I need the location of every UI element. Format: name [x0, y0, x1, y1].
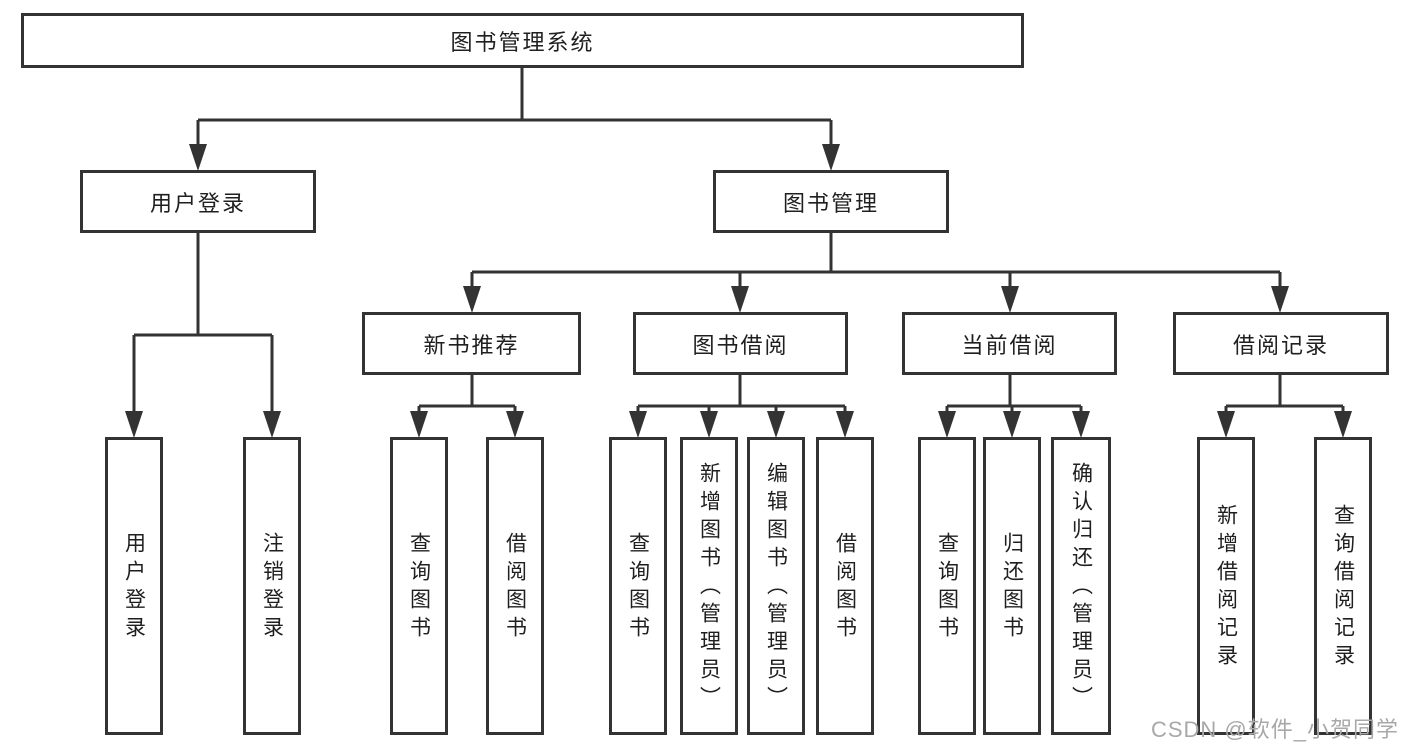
leaf-edit-book-admin: 编辑图书（管理员） [747, 437, 805, 735]
connector-new-book-recommend-children [410, 375, 524, 438]
connector-borrow-records-children [1217, 375, 1352, 438]
leaf-confirm-return-admin: 确认归还（管理员） [1051, 437, 1111, 735]
connector-user-login-children [125, 233, 281, 438]
connector-book-management-children [463, 233, 1289, 313]
leaf-borrow-books-recommend: 借阅图书 [486, 437, 544, 735]
connector-root-to-level2 [189, 68, 840, 171]
csdn-watermark: CSDN @软件_小贺同学 [1150, 717, 1399, 742]
node-book-borrowing: 图书借阅 [633, 312, 848, 375]
node-user-login: 用户登录 [80, 170, 316, 233]
leaf-query-borrow-record: 查询借阅记录 [1314, 437, 1372, 735]
node-new-book-recommend: 新书推荐 [362, 312, 581, 375]
leaf-query-books-borrowing: 查询图书 [609, 437, 667, 735]
connector-book-borrowing-children [629, 375, 854, 438]
leaf-logout: 注销登录 [243, 437, 301, 735]
node-root-system: 图书管理系统 [21, 13, 1024, 68]
node-book-management: 图书管理 [713, 170, 949, 233]
leaf-query-books-current: 查询图书 [918, 437, 976, 735]
leaf-return-books: 归还图书 [983, 437, 1041, 735]
leaf-borrow-books-borrowing: 借阅图书 [816, 437, 874, 735]
leaf-query-books-recommend: 查询图书 [390, 437, 448, 735]
leaf-user-login: 用户登录 [105, 437, 163, 735]
connector-current-borrowing-children [938, 375, 1090, 438]
node-borrow-records: 借阅记录 [1173, 312, 1389, 375]
leaf-add-book-admin: 新增图书（管理员） [680, 437, 738, 735]
leaf-add-borrow-record: 新增借阅记录 [1197, 437, 1255, 735]
node-current-borrowing: 当前借阅 [902, 312, 1117, 375]
